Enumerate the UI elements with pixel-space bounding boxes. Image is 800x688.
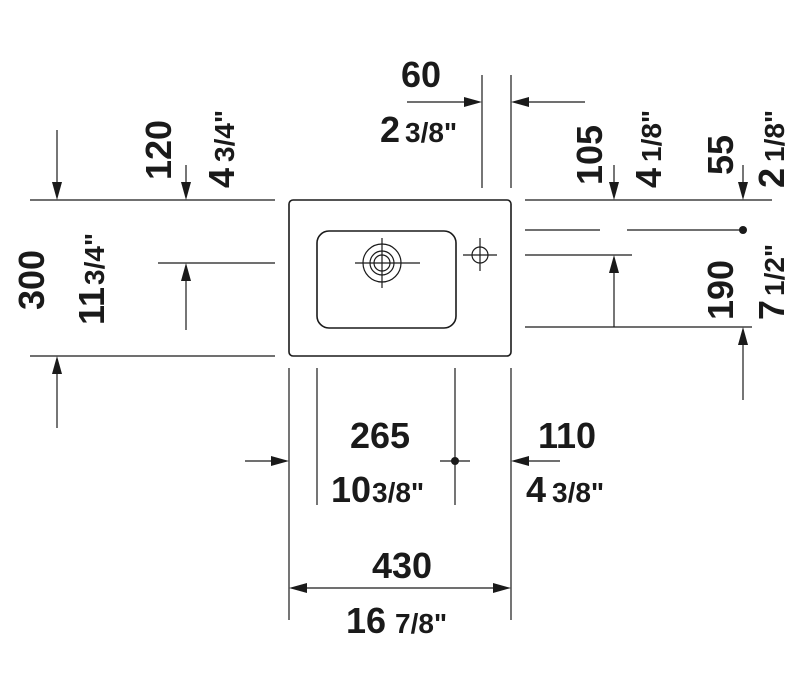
dimension-arrows bbox=[52, 97, 748, 593]
dim-60-label: 60 2 3/8" bbox=[380, 54, 457, 150]
dim-300-inch-whole: 11 bbox=[71, 287, 112, 325]
dim-105-inch-frac: 1/8" bbox=[636, 110, 667, 162]
extension-lines bbox=[30, 75, 772, 620]
dim-105-mm: 105 bbox=[569, 125, 610, 185]
basin-outer-rim bbox=[288, 199, 512, 357]
dim-265-inch-frac: 3/8" bbox=[372, 477, 424, 508]
dim-120-inch-whole: 4 bbox=[201, 168, 242, 188]
dim-300-mm: 300 bbox=[11, 250, 52, 310]
dim-300-inch-frac: 3/4" bbox=[79, 233, 110, 285]
dim-190-inch-frac: 1/2" bbox=[759, 244, 790, 296]
dim-265-label: 265 10 3/8" bbox=[331, 415, 424, 510]
dim-430-inch-frac: 7/8" bbox=[395, 608, 447, 639]
dim-430-label: 430 16 7/8" bbox=[346, 545, 447, 641]
dim-120-mm: 120 bbox=[138, 120, 179, 180]
dim-55-inch-whole: 2 bbox=[751, 168, 792, 188]
dim-105-inch-whole: 4 bbox=[628, 168, 669, 188]
dim-55-mm: 55 bbox=[700, 135, 741, 175]
dim-265-inch-whole: 10 bbox=[331, 469, 371, 510]
dim-60-inch-whole: 2 bbox=[380, 109, 400, 150]
dim-105-label: 105 4 1/8" bbox=[569, 110, 669, 188]
drain-symbol bbox=[355, 238, 420, 288]
dim-55-inch-frac: 1/8" bbox=[759, 110, 790, 162]
dim-300-label: 300 11 3/4" bbox=[11, 233, 112, 325]
dim-110-mm: 110 bbox=[538, 415, 596, 456]
dim-110-inch-whole: 4 bbox=[526, 469, 546, 510]
dim-110-inch-frac: 3/8" bbox=[552, 477, 604, 508]
dim-60-mm: 60 bbox=[401, 54, 441, 95]
tap-hole-symbol bbox=[463, 238, 497, 271]
washbasin-plan-view bbox=[288, 199, 512, 357]
dim-265-mm: 265 bbox=[350, 415, 410, 456]
dim-55-label: 55 2 1/8" bbox=[700, 110, 792, 188]
dim-190-inch-whole: 7 bbox=[751, 300, 792, 320]
dim-190-label: 190 7 1/2" bbox=[700, 244, 792, 320]
dim-430-inch-whole: 16 bbox=[346, 600, 386, 641]
dim-190-mm: 190 bbox=[700, 260, 741, 320]
dim-60-inch-frac: 3/8" bbox=[405, 117, 457, 148]
dim-120-label: 120 4 3/4" bbox=[138, 110, 242, 188]
dim-120-inch-frac: 3/4" bbox=[209, 110, 240, 162]
dim-430-mm: 430 bbox=[372, 545, 432, 586]
basin-bowl bbox=[316, 230, 457, 329]
dim-110-label: 110 4 3/8" bbox=[526, 415, 604, 510]
